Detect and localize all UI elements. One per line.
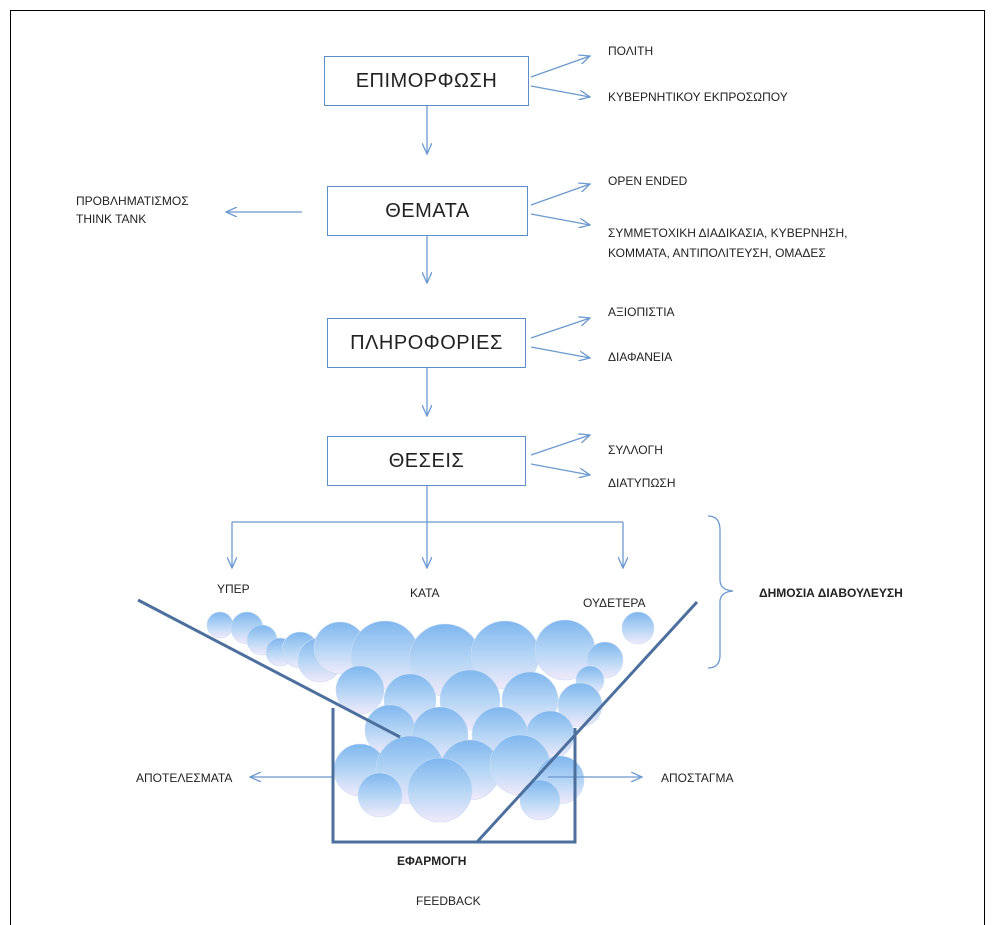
bubble	[519, 779, 561, 821]
label-transparency: ΔΙΑΦΑΝΕΙΑ	[608, 350, 673, 364]
node-topics: ΘΕΜΑΤΑ	[327, 186, 528, 236]
label-feedback: FEEDBACK	[416, 894, 481, 908]
node-training: ΕΠΙΜΟΡΦΩΣΗ	[324, 56, 529, 106]
arrow-positions-formulation	[530, 463, 590, 475]
label-neutral: ΟΥΔΕΤΕΡΑ	[583, 596, 646, 610]
funnel-container	[331, 708, 577, 844]
label-distillate: ΑΠΟΣΤΑΓΜΑ	[661, 771, 734, 785]
label-participatory-1: ΣΥΜΜΕΤΟΧΙΚΗ ΔΙΑΔΙΚΑΣΙΑ, ΚΥΒΕΡΝΗΣΗ,	[608, 226, 848, 240]
bubble	[621, 611, 655, 645]
label-collection: ΣΥΛΛΟΓΗ	[608, 443, 663, 457]
arrow-info-reliability	[530, 318, 590, 339]
node-positions: ΘΕΣΕΙΣ	[327, 436, 526, 486]
funnel-right-slope	[475, 600, 699, 844]
label-reflection: ΠΡΟΒΛΗΜΑΤΙΣΜΟΣ	[76, 194, 189, 208]
label-gov-representative: ΚΥΒΕΡΝΗΤΙΚΟΥ ΕΚΠΡΟΣΩΠΟΥ	[608, 90, 788, 104]
label-formulation: ΔΙΑΤΥΠΩΣΗ	[608, 476, 676, 490]
consultation-bracket	[707, 515, 734, 669]
funnel-left-slope	[137, 598, 401, 739]
bubble	[206, 611, 234, 639]
label-against: ΚΑΤΑ	[410, 586, 440, 600]
arrow-topics-participatory	[530, 213, 590, 225]
bubble	[335, 665, 385, 715]
label-for: ΥΠΕΡ	[217, 582, 250, 596]
node-training-label: ΕΠΙΜΟΡΦΩΣΗ	[355, 69, 498, 92]
arrow-training-citizen	[530, 56, 590, 78]
bubble	[407, 757, 473, 823]
arrow-positions-collection	[530, 435, 590, 456]
bubble	[357, 772, 403, 818]
label-reliability: ΑΞΙΟΠΙΣΤΙΑ	[608, 305, 675, 319]
node-information: ΠΛΗΡΟΦΟΡΙΕΣ	[327, 318, 526, 368]
arrow-info-transparency	[530, 346, 590, 358]
label-application: ΕΦΑΡΜΟΓΗ	[397, 854, 467, 868]
node-information-label: ΠΛΗΡΟΦΟΡΙΕΣ	[350, 331, 503, 354]
funnel	[137, 598, 699, 844]
label-participatory-2: ΚΟΜΜΑΤΑ, ΑΝΤΙΠΟΛΙΤΕΥΣΗ, ΟΜΑΔΕΣ	[608, 246, 826, 260]
bubble-cluster	[206, 611, 655, 823]
node-positions-label: ΘΕΣΕΙΣ	[388, 449, 465, 472]
label-citizen: ΠΟΛΙΤΗ	[608, 44, 654, 58]
label-public-consultation: ΔΗΜΟΣΙΑ ΔΙΑΒΟΥΛΕΥΣΗ	[759, 586, 903, 600]
label-open-ended: OPEN ENDED	[608, 174, 688, 188]
page-frame	[10, 10, 985, 925]
label-results: ΑΠΟΤΕΛΕΣΜΑΤΑ	[136, 771, 233, 785]
node-topics-label: ΘΕΜΑΤΑ	[385, 199, 470, 222]
arrows-group	[226, 56, 642, 777]
arrow-training-gov	[530, 85, 590, 97]
arrow-topics-openended	[530, 184, 590, 206]
label-think-tank: THINK TANK	[76, 212, 147, 226]
